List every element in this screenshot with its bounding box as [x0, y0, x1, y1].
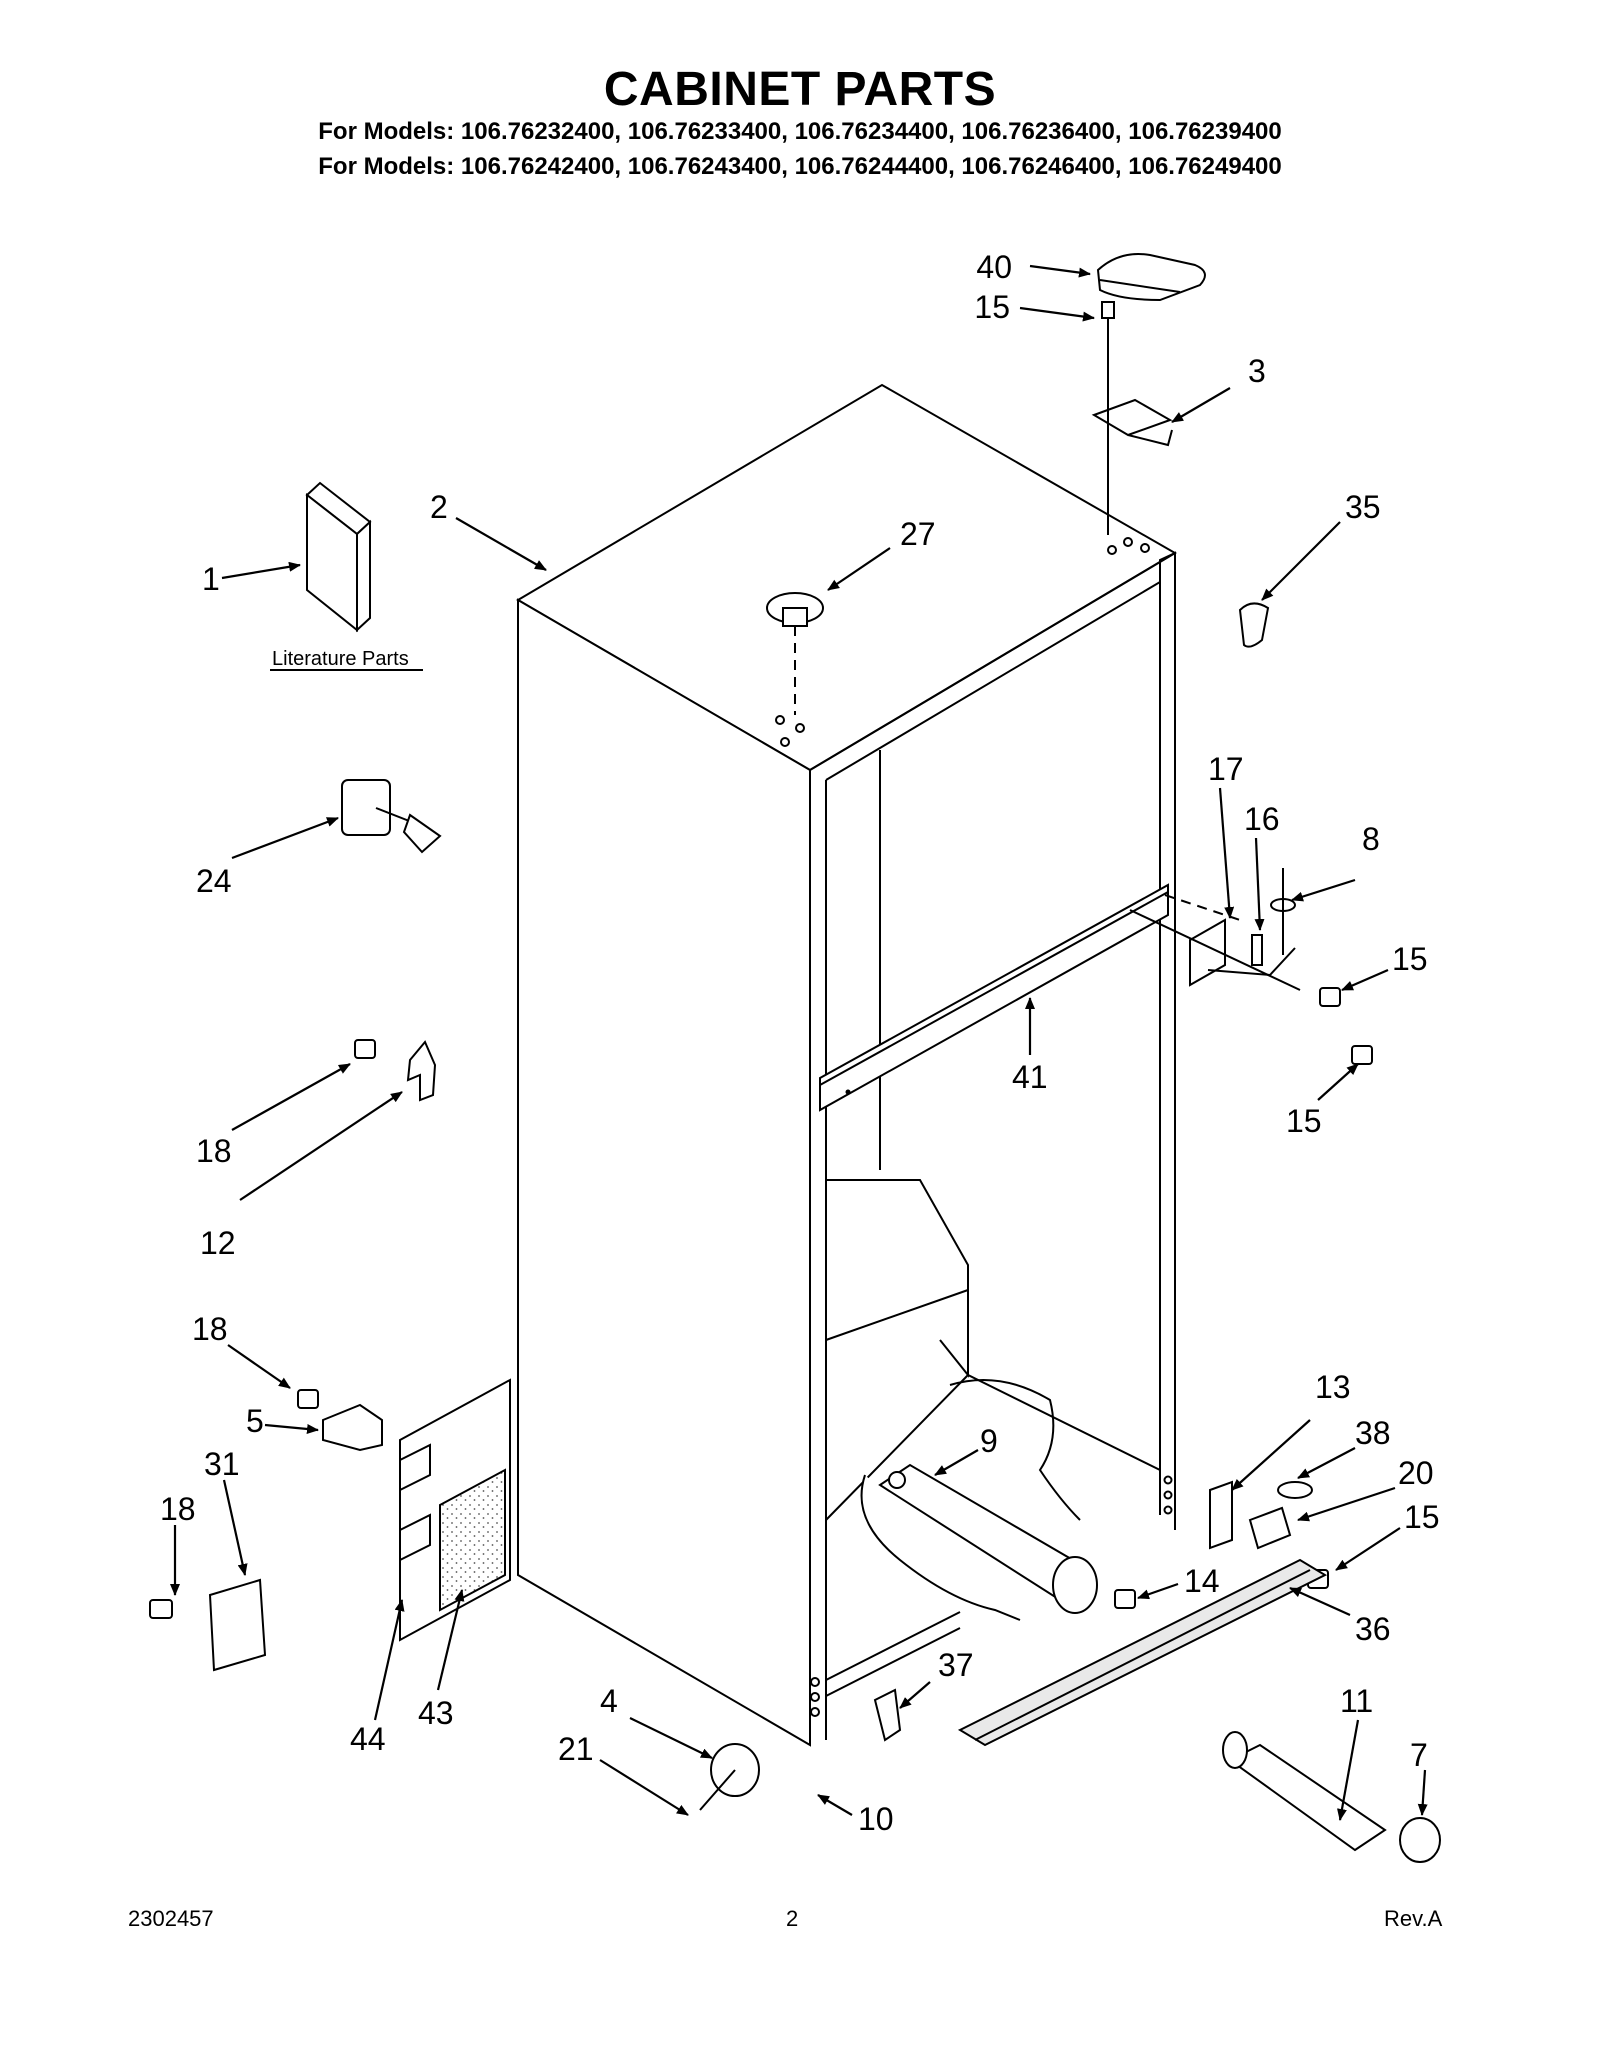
roller-4-part — [699, 1743, 760, 1811]
callout-15-right: 15 — [1404, 1499, 1440, 1535]
clip-37-part — [873, 1688, 902, 1742]
callout-15-top: 15 — [974, 289, 1010, 325]
screw-parts-right — [1114, 987, 1373, 1609]
divider-rail — [819, 883, 1169, 1112]
callout-5: 5 — [246, 1403, 264, 1439]
side-cover-31-part — [149, 1578, 267, 1672]
callout-18-mid: 18 — [192, 1311, 228, 1347]
callout-9: 9 — [980, 1423, 998, 1459]
callout-18-lower: 18 — [160, 1491, 196, 1527]
document-number: 2302457 — [128, 1906, 214, 1931]
knob-7-part — [1399, 1817, 1441, 1863]
callout-15-lower: 15 — [1286, 1103, 1322, 1139]
callout-1: 1 — [202, 561, 220, 597]
filter-bypass-bracket — [1209, 1480, 1313, 1550]
water-filter-11-part — [1222, 1731, 1387, 1852]
callout-12: 12 — [200, 1225, 236, 1261]
callout-21: 21 — [558, 1731, 594, 1767]
callout-20: 20 — [1398, 1455, 1434, 1491]
models-line-1: For Models: 106.76232400, 106.76233400, … — [318, 118, 1282, 145]
page-title: CABINET PARTS — [603, 63, 997, 116]
callout-24: 24 — [196, 863, 232, 899]
callout-40: 40 — [976, 249, 1012, 285]
callout-2: 2 — [430, 489, 448, 525]
callout-41: 41 — [1012, 1059, 1048, 1095]
callout-35: 35 — [1345, 489, 1381, 525]
models-line-2: For Models: 106.76242400, 106.76243400, … — [318, 153, 1282, 180]
callout-labels: 40 15 3 2 27 35 1 17 16 8 15 24 41 15 18… — [160, 249, 1440, 1837]
hinge-cover-part — [1096, 253, 1206, 302]
callout-leaders — [170, 264, 1428, 1821]
callout-31: 31 — [204, 1446, 240, 1482]
grille-36-part — [957, 1558, 1328, 1747]
filter-housing-part — [860, 1379, 1098, 1621]
callout-7: 7 — [1410, 1737, 1428, 1773]
callout-36: 36 — [1355, 1611, 1391, 1647]
callout-10: 10 — [858, 1801, 894, 1837]
literature-parts-label: Literature Parts — [272, 648, 409, 670]
hinge-cap-part — [1238, 602, 1270, 648]
callout-13: 13 — [1315, 1369, 1351, 1405]
callout-38: 38 — [1355, 1415, 1391, 1451]
literature-parts-item — [270, 481, 423, 671]
callout-4: 4 — [600, 1683, 618, 1719]
rear-panel — [399, 1378, 511, 1642]
center-hinge-assembly — [1129, 868, 1301, 991]
callout-8: 8 — [1362, 821, 1380, 857]
callout-3: 3 — [1248, 353, 1266, 389]
callout-37: 37 — [938, 1647, 974, 1683]
callout-18-upper: 18 — [196, 1133, 232, 1169]
revision-label: Rev.A — [1384, 1906, 1443, 1931]
callout-11: 11 — [1340, 1683, 1373, 1719]
callout-14: 14 — [1184, 1563, 1220, 1599]
bracket-12-part — [354, 1039, 437, 1102]
page-number: 2 — [786, 1906, 799, 1931]
callout-44: 44 — [350, 1721, 386, 1757]
top-hinge-part — [1091, 301, 1173, 535]
callout-43: 43 — [418, 1695, 454, 1731]
callout-15-mid: 15 — [1392, 941, 1428, 977]
callout-17: 17 — [1208, 751, 1244, 787]
bracket-5-part — [297, 1389, 383, 1452]
top-plug-part — [766, 592, 824, 715]
callout-16: 16 — [1244, 801, 1280, 837]
callout-27: 27 — [900, 516, 936, 552]
leveling-part-24 — [341, 779, 442, 854]
